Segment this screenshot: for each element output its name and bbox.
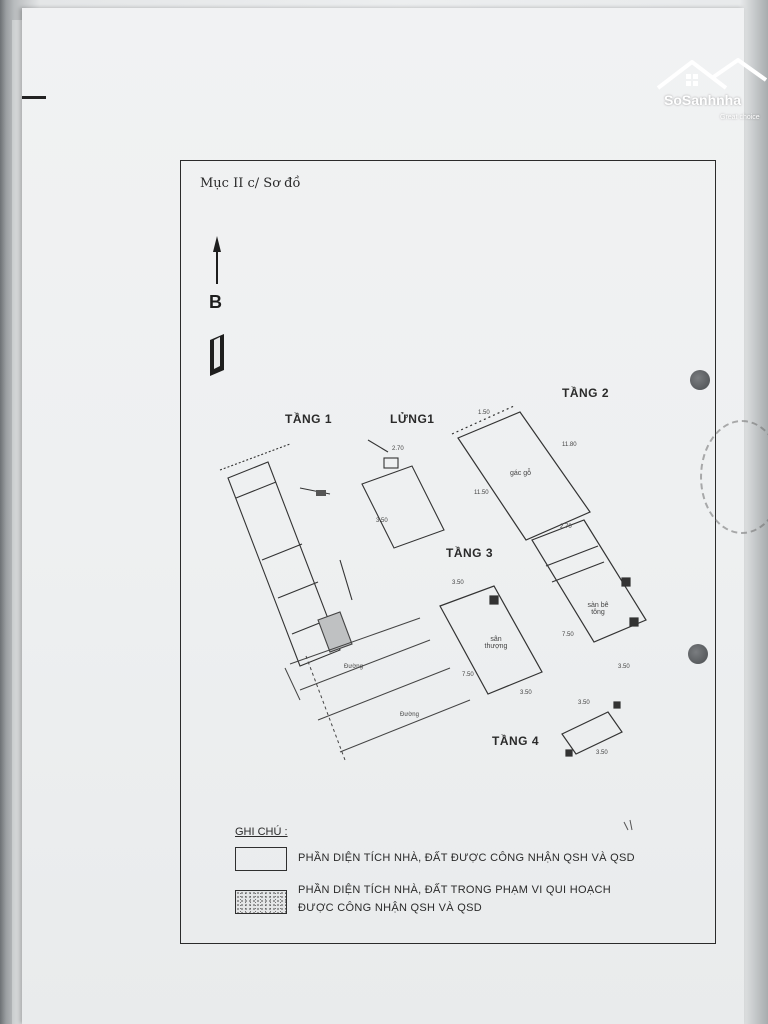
dim-tang3b-top: 2.70 (560, 524, 572, 530)
official-stamp (700, 420, 768, 534)
legend-item-2-line2: ĐƯỢC CÔNG NHẬN QSH VÀ QSD (298, 902, 483, 914)
dim-lung1-bottom: 3.50 (376, 518, 388, 524)
section-title: Mục II c/ Sơ đồ (200, 176, 301, 191)
dim-tang2-left: 11.50 (474, 490, 489, 496)
watermark-house-icon (656, 58, 768, 90)
dim-tang3a-top: 3.50 (452, 580, 464, 586)
dim-tang2-top: 1.50 (478, 410, 490, 416)
dim-tang3a-side: 7.50 (462, 672, 474, 678)
road-lines (284, 617, 471, 761)
drawing-frame (180, 160, 716, 944)
dim-lung1-top: 2.70 (392, 446, 404, 452)
legend-swatch-plain (235, 847, 287, 871)
tang1-plan (219, 443, 353, 667)
floor-label-tang3: TẦNG 3 (446, 546, 494, 560)
north-letter: B (209, 292, 222, 312)
pen-mark (623, 819, 633, 831)
dim-tang3b-bottom: 3.50 (618, 664, 630, 670)
floor-label-tang2: TẦNG 2 (562, 386, 610, 400)
tang4-plan (561, 701, 623, 757)
tang3-left-plan (439, 585, 543, 695)
punch-hole-bottom (688, 644, 708, 664)
punch-hole-top (690, 370, 710, 390)
paper-stack-edge (12, 20, 24, 1024)
room-label-tang2: gác gỗ (510, 470, 532, 477)
document-page (22, 8, 744, 1024)
watermark-brand: SoSanhnha (664, 92, 742, 108)
legend-item-2-line1: PHẦN DIỆN TÍCH NHÀ, ĐẤT TRONG PHẠM VI QU… (298, 884, 611, 896)
page-corner-mark (22, 96, 46, 99)
room-label-tang3-terrace: sân thượng (484, 636, 508, 650)
legend-item-1: PHẦN DIỆN TÍCH NHÀ, ĐẤT ĐƯỢC CÔNG NHẬN Q… (298, 852, 635, 864)
dim-tang4-top: 3.50 (578, 700, 590, 706)
lung1-plan (361, 439, 445, 549)
floor-label-tang1: TẦNG 1 (285, 412, 333, 426)
dim-tang4-bottom: 3.50 (596, 750, 608, 756)
watermark-tagline: Great choice (720, 114, 760, 121)
dim-tang2-side: 11.80 (562, 442, 577, 448)
dim-tang3b-side: 7.50 (562, 632, 574, 638)
dim-tang3a-bottom: 3.50 (520, 690, 532, 696)
floor-label-lung1: LỬNG1 (390, 412, 435, 426)
road-label-2: Đường (400, 712, 419, 718)
tang2-plan (451, 405, 591, 541)
north-arrow-icon (210, 236, 224, 376)
floor-label-tang4: TẦNG 4 (492, 734, 540, 748)
road-label-1: Đường (344, 664, 363, 670)
legend-heading: GHI CHÚ : (235, 826, 288, 838)
legend-swatch-hatched (235, 890, 287, 914)
tang3-right-plan (531, 519, 647, 643)
room-label-tang3-floor: sàn bê tông (587, 602, 609, 616)
